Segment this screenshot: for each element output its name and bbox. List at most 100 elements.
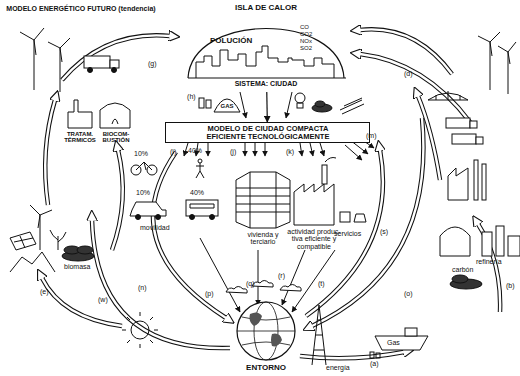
annotation: (s) (380, 228, 388, 235)
annotation: (w) (98, 296, 108, 303)
node-text: MODELO DE CIUDAD COMPACTA EFICIENTE TECN… (193, 125, 343, 141)
flow-arrow (62, 35, 170, 80)
annotation: (e) (40, 288, 49, 295)
icon (370, 352, 374, 358)
annotation: energía (326, 364, 350, 371)
icon (122, 312, 158, 348)
annotation: GAS (213, 103, 241, 109)
flow-arrow (418, 96, 440, 180)
icon (315, 101, 325, 107)
icon (130, 202, 166, 216)
flow-arrow (112, 150, 123, 250)
flow-connector (266, 92, 268, 122)
icon (88, 68, 93, 73)
flow-arrow (360, 54, 470, 122)
flow-arrow (153, 152, 226, 318)
annotation: BIOCOM- BUSTIÓN (96, 131, 136, 144)
small-arrow (208, 143, 209, 156)
small-arrow (258, 250, 259, 305)
icon (496, 226, 504, 256)
icon (110, 60, 119, 68)
icon (131, 321, 149, 339)
annotation: (d) (404, 70, 413, 77)
annotation: (q) (246, 280, 255, 287)
icon (14, 236, 33, 248)
icon (196, 46, 334, 78)
globe: ENTORNO (228, 298, 304, 376)
annotation: 10% (136, 189, 150, 196)
icon (340, 98, 364, 114)
icon (136, 162, 152, 170)
node-text: ISLA DE CALOR (180, 4, 352, 12)
annotation: (g) (148, 60, 157, 67)
flow-arrow (45, 100, 55, 205)
annotation: Gas (387, 339, 400, 346)
small-arrow (265, 143, 266, 156)
annotation: refinería (476, 258, 502, 265)
node-text: ENTORNO (228, 364, 304, 372)
annotation: CO2 (300, 31, 312, 37)
annotation: vivienda y terciario (242, 231, 284, 246)
flow-arrow (153, 152, 226, 318)
small-arrow (320, 143, 324, 156)
icon (20, 28, 44, 90)
icon (295, 93, 305, 103)
globe-outline (237, 302, 295, 360)
icon (340, 212, 350, 222)
flow-arrow (418, 96, 440, 180)
annotation: NOx (300, 38, 312, 44)
icon (50, 230, 66, 250)
annotation: CO (300, 24, 309, 30)
icon (375, 336, 428, 350)
icon (156, 215, 161, 220)
flow-arrow (360, 54, 470, 122)
small-arrow (245, 143, 246, 156)
icon (77, 246, 93, 254)
icon (214, 99, 240, 112)
small-arrow (255, 143, 256, 156)
icon (236, 172, 290, 228)
globe-parallel (237, 317, 295, 345)
small-arrow (200, 238, 240, 312)
icon (428, 91, 468, 100)
icon (10, 252, 55, 272)
small-arrow (282, 250, 305, 305)
icon (508, 236, 520, 256)
flow-arrow (300, 352, 404, 358)
icon (48, 38, 70, 92)
small-arrow (184, 143, 188, 156)
edge-label: (h) (187, 93, 196, 100)
icon (10, 28, 520, 365)
icon (325, 158, 336, 163)
icon (482, 232, 492, 256)
icon (322, 165, 327, 184)
icon (482, 164, 486, 200)
icon (470, 121, 477, 128)
annotation: (m) (366, 132, 377, 139)
flow-arrow (42, 278, 122, 326)
annotation: (r) (278, 272, 285, 279)
icon (68, 100, 92, 128)
icon (312, 305, 326, 365)
icon (452, 275, 468, 283)
icon (452, 134, 476, 144)
annotation: (a) (370, 360, 379, 367)
annotation: (b) (506, 282, 515, 289)
icon (498, 42, 516, 94)
icon (294, 184, 334, 225)
dome-outline (188, 29, 344, 79)
annotation: biomasa (64, 263, 90, 270)
annotation: TRATAM. TÉRMICOS (60, 131, 100, 144)
icon (199, 98, 204, 108)
icon (206, 100, 211, 108)
annotation: 40% (190, 189, 204, 196)
annotation: (k) (286, 148, 294, 155)
icon (112, 68, 117, 73)
icon (136, 215, 141, 220)
small-arrow (292, 250, 335, 312)
flow-arrow (42, 278, 122, 326)
icon (100, 103, 130, 128)
annotation: servicios (334, 230, 361, 237)
city-dome: ISLA DE CALORPOLUCIÓNSISTEMA: CIUDAD (180, 4, 352, 92)
